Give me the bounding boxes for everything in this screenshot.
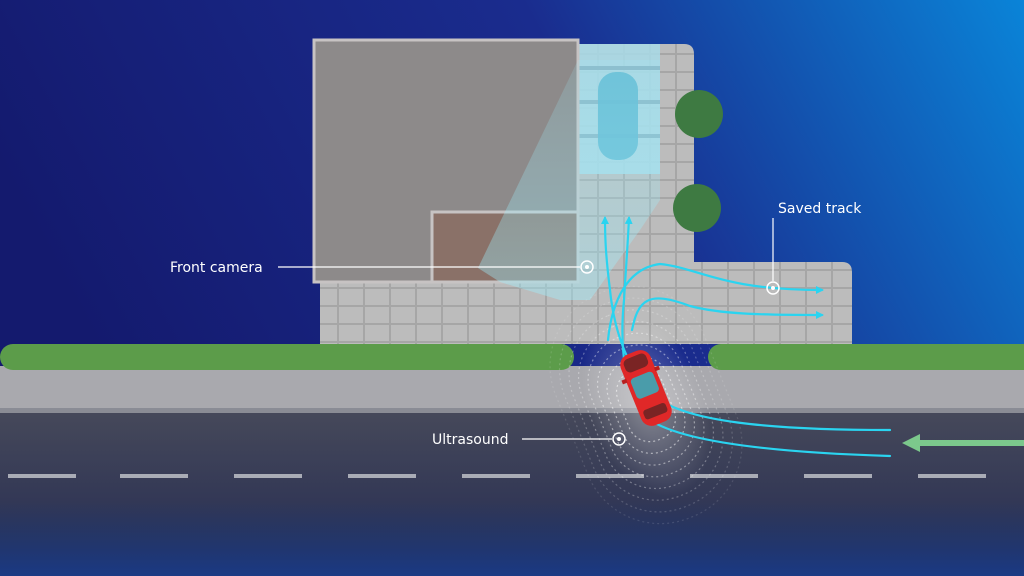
front-camera-marker [580,260,594,274]
lane-dashes [8,474,986,478]
road-curb [0,408,1024,413]
front-camera-callout: Front camera [170,260,594,276]
saved-track-callout: Saved track [766,201,862,295]
bottom-fade [0,500,1024,576]
track-path [630,297,824,332]
ultrasound-callout: Ultrasound [432,432,626,448]
ultrasound-label: Ultrasound [432,432,508,448]
arrow-left-icon [902,434,1024,452]
front-camera-label: Front camera [170,260,263,276]
saved-track-marker [766,281,780,295]
front-camera-view [478,60,660,300]
saved-track-label: Saved track [778,201,862,217]
sidewalk [0,366,1024,410]
ultrasound-marker [612,432,626,446]
track-path [606,262,824,342]
grass-strip-left [0,344,574,370]
tree [673,184,721,232]
car [620,350,672,426]
grass-strip-right [708,344,1024,370]
tree [675,90,723,138]
